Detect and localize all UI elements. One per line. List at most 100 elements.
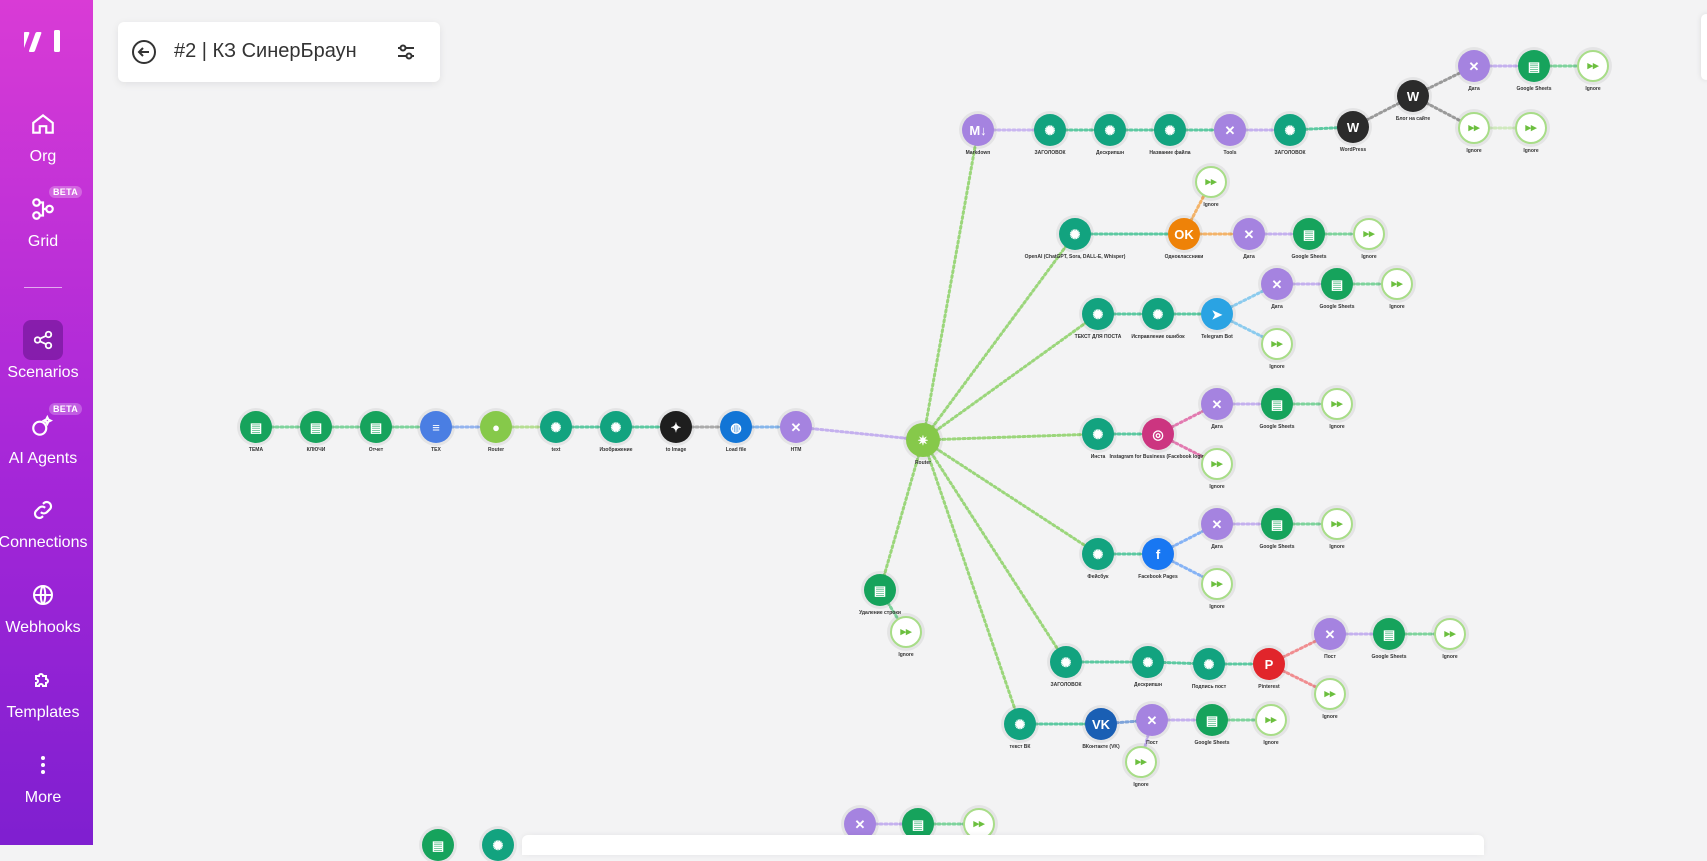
module-sheets[interactable]: ▤ [1321, 268, 1353, 300]
module-tools[interactable]: ✕ [1233, 218, 1265, 250]
connection-line[interactable] [794, 425, 925, 442]
back-button[interactable] [130, 38, 158, 66]
nav-webhooks[interactable]: Webhooks [0, 575, 86, 637]
module-openai[interactable]: ✺ [1132, 646, 1164, 678]
module-ignore[interactable]: ▸▸ [1255, 704, 1287, 736]
module-ignore[interactable]: ▸▸ [1353, 218, 1385, 250]
module-sheets[interactable]: ▤ [1196, 704, 1228, 736]
module-ignore[interactable]: ▸▸ [1201, 568, 1233, 600]
module-docs[interactable]: ≡ [420, 411, 452, 443]
module-ignore[interactable]: ▸▸ [1321, 388, 1353, 420]
connection-line[interactable] [878, 438, 925, 592]
module-openai[interactable]: ✺ [1193, 648, 1225, 680]
scenario-title[interactable]: #2 | КЗ СинерБраун [174, 40, 357, 62]
module-sheets[interactable]: ▤ [422, 829, 454, 861]
module-ignore[interactable]: ▸▸ [1458, 112, 1490, 144]
module-ignore[interactable]: ▸▸ [1434, 618, 1466, 650]
module-sheets[interactable]: ▤ [1261, 388, 1293, 420]
module-openai[interactable]: ✺ [1094, 114, 1126, 146]
connection-line[interactable] [921, 438, 1100, 556]
nav-connections[interactable]: Connections [0, 490, 87, 552]
module-sheets[interactable]: ▤ [1373, 618, 1405, 650]
module-openai[interactable]: ✺ [482, 829, 514, 861]
module-telegram[interactable]: ➤ [1201, 298, 1233, 330]
module-openai[interactable]: ✺ [1154, 114, 1186, 146]
make-logo[interactable] [16, 26, 64, 56]
module-router[interactable]: ● [480, 411, 512, 443]
module-openai[interactable]: ✺ [540, 411, 572, 443]
module-tools[interactable]: ✕ [1201, 508, 1233, 540]
module-sheets[interactable]: ▤ [864, 574, 896, 606]
nav-templates[interactable]: Templates [0, 660, 86, 722]
module-tools[interactable]: ✕ [1214, 114, 1246, 146]
connection-line[interactable] [921, 432, 1100, 442]
module-markdown[interactable]: M↓ [962, 114, 994, 146]
module-ignore[interactable]: ▸▸ [1261, 328, 1293, 360]
nav-grid[interactable]: BETA Grid [0, 186, 86, 251]
ignore-icon: ▸▸ [1271, 337, 1283, 350]
bottom-toolbar[interactable] [522, 835, 1484, 855]
module-ignore[interactable]: ▸▸ [1381, 268, 1413, 300]
nav-ai-agents[interactable]: BETA AI Agents [0, 403, 86, 468]
module-tools[interactable]: ✕ [780, 411, 812, 443]
module-openai[interactable]: ✺ [1034, 114, 1066, 146]
connection-line[interactable] [921, 128, 980, 442]
module-openai[interactable]: ✺ [1004, 708, 1036, 740]
module-openai[interactable]: ✺ [1059, 218, 1091, 250]
right-panel-edge[interactable] [1701, 14, 1707, 80]
scenario-canvas[interactable]: ▤TEMA▤КЛЮЧИ▤Отчет≡ТЕХ●Router✺text✺Изобра… [93, 0, 1707, 861]
module-pinterest[interactable]: P [1253, 648, 1285, 680]
connection-line[interactable] [921, 438, 1022, 726]
module-sheets[interactable]: ▤ [360, 411, 392, 443]
nav-org[interactable]: Org [0, 104, 86, 166]
connection-line[interactable] [921, 312, 1100, 442]
nav-scenarios[interactable]: Scenarios [0, 320, 86, 382]
module-ignore[interactable]: ▸▸ [1195, 166, 1227, 198]
module-http[interactable]: ◍ [720, 411, 752, 443]
module-tools[interactable]: ✕ [844, 808, 876, 840]
module-hub[interactable]: ✷ [906, 423, 940, 457]
module-wordpress[interactable]: W [1337, 111, 1369, 143]
module-sheets[interactable]: ▤ [240, 411, 272, 443]
module-tools[interactable]: ✕ [1314, 618, 1346, 650]
connection-line[interactable] [921, 438, 1068, 664]
telegram-icon: ➤ [1211, 306, 1223, 322]
module-openai[interactable]: ✺ [1082, 418, 1114, 450]
module-tools[interactable]: ✕ [1136, 704, 1168, 736]
module-tools[interactable]: ✕ [1261, 268, 1293, 300]
module-tools[interactable]: ✕ [1201, 388, 1233, 420]
openai-icon: ✺ [1203, 656, 1215, 672]
module-openai[interactable]: ✺ [600, 411, 632, 443]
module-ignore[interactable]: ▸▸ [1321, 508, 1353, 540]
connection-line[interactable] [921, 232, 1077, 442]
module-ignore[interactable]: ▸▸ [1515, 112, 1547, 144]
nav-more[interactable]: More [0, 745, 86, 807]
module-ignore[interactable]: ▸▸ [1577, 50, 1609, 82]
module-sheets[interactable]: ▤ [1293, 218, 1325, 250]
module-image[interactable]: ✦ [660, 411, 692, 443]
module-sheets[interactable]: ▤ [1261, 508, 1293, 540]
module-label: Блог на сайте [1395, 116, 1431, 122]
module-openai[interactable]: ✺ [1082, 538, 1114, 570]
ignore-icon: ▸▸ [1363, 227, 1375, 240]
module-label: Название файла [1149, 150, 1191, 156]
module-ignore[interactable]: ▸▸ [890, 616, 922, 648]
scenario-settings-button[interactable] [394, 40, 418, 64]
module-ignore[interactable]: ▸▸ [1201, 448, 1233, 480]
module-sheets[interactable]: ▤ [1518, 50, 1550, 82]
module-sheets[interactable]: ▤ [902, 808, 934, 840]
module-tools[interactable]: ✕ [1458, 50, 1490, 82]
module-openai[interactable]: ✺ [1142, 298, 1174, 330]
module-facebook[interactable]: f [1142, 538, 1174, 570]
module-ok[interactable]: OK [1168, 218, 1200, 250]
module-ignore[interactable]: ▸▸ [1314, 678, 1346, 710]
module-sheets[interactable]: ▤ [300, 411, 332, 443]
module-label: Ignore [1361, 254, 1377, 260]
module-openai[interactable]: ✺ [1274, 114, 1306, 146]
module-openai[interactable]: ✺ [1050, 646, 1082, 678]
module-wordpress[interactable]: W [1397, 80, 1429, 112]
module-ignore[interactable]: ▸▸ [1125, 746, 1157, 778]
module-instagram[interactable]: ◎ [1142, 418, 1174, 450]
module-openai[interactable]: ✺ [1082, 298, 1114, 330]
module-vk[interactable]: VK [1085, 708, 1117, 740]
